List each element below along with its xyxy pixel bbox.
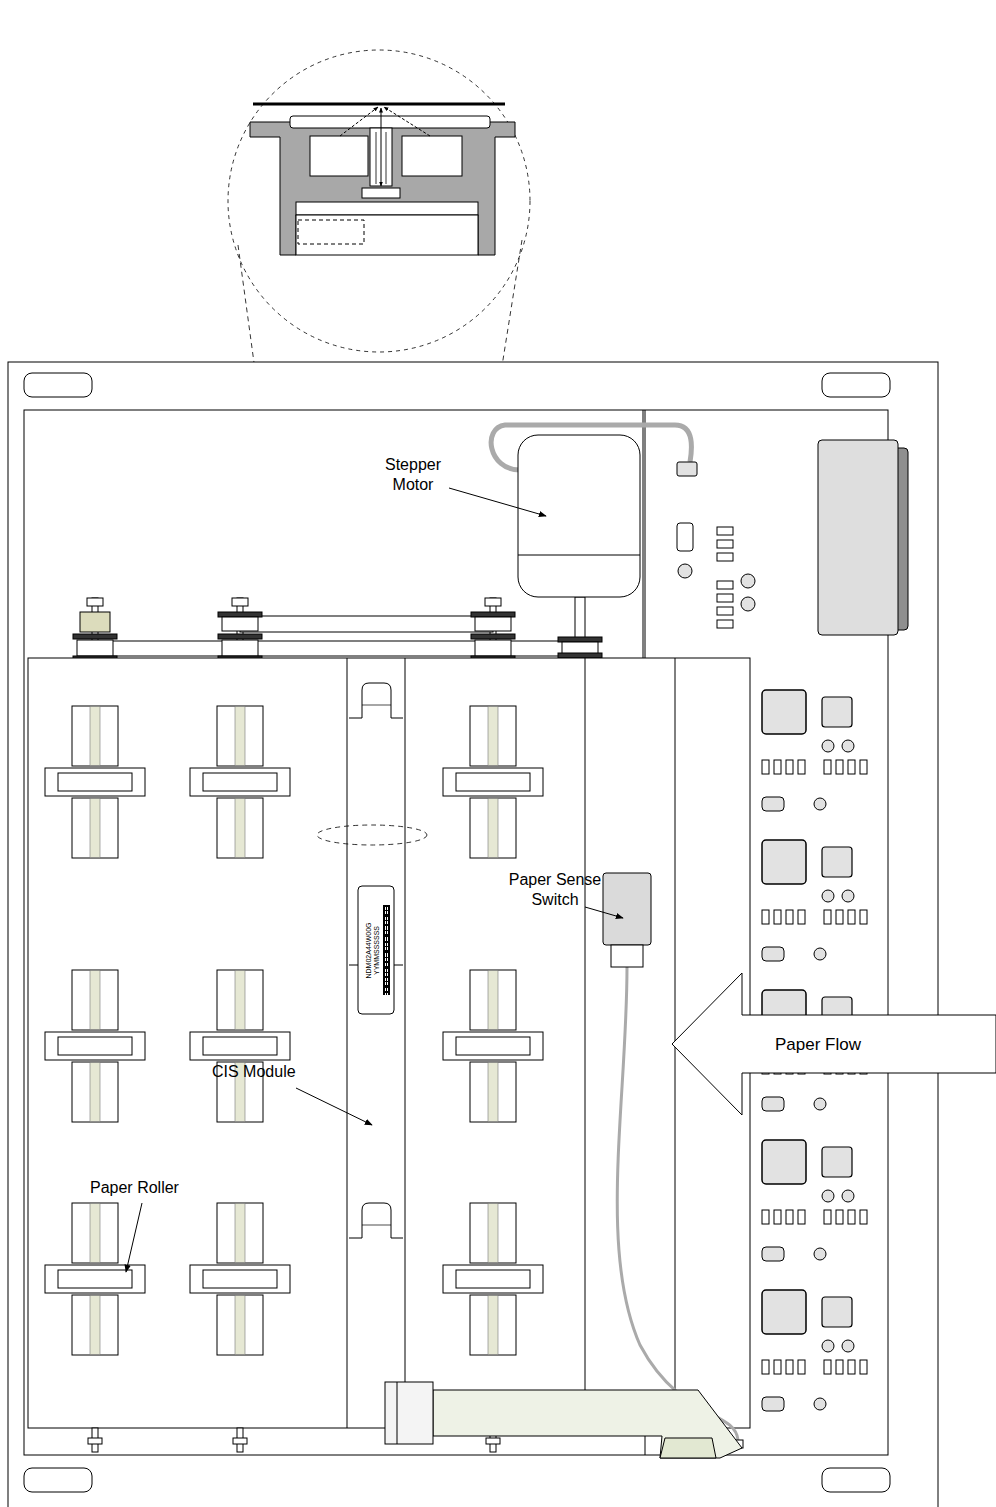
cable-and-switch — [385, 873, 743, 1458]
part-label: Paper Roller — [90, 1178, 179, 1198]
roller-plate — [28, 658, 750, 1452]
part-label: Stepper Motor — [370, 455, 456, 495]
barcode-text: YYMMSSSSSS — [372, 925, 381, 974]
leader-lines — [126, 488, 623, 1272]
belt-drive — [73, 425, 697, 661]
arrow-outline — [672, 973, 996, 1115]
part-label: Paper Sense Switch — [505, 870, 605, 910]
part-label: CIS Module — [212, 1062, 296, 1082]
cis-module — [317, 683, 427, 1238]
housing-frame — [8, 362, 938, 1507]
flow-label: Paper Flow — [775, 1034, 861, 1055]
flow-arrow: Paper Flow — [672, 973, 996, 1115]
barcode-text: NDM02A44W00G — [364, 922, 373, 978]
